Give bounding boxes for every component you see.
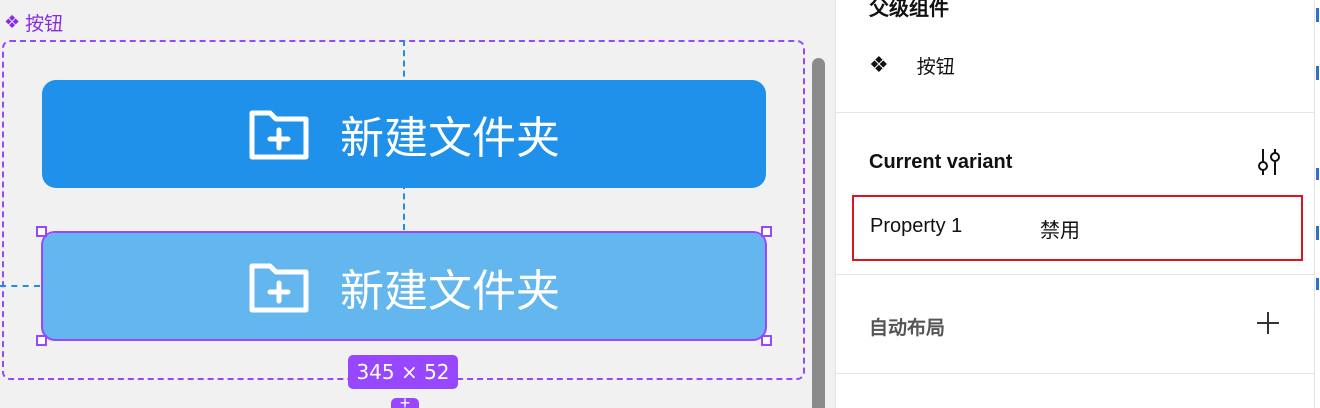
component-set-icon: ❖ [4,11,21,33]
parent-component-section-title: 父级组件 [869,0,949,20]
folder-plus-icon [249,263,309,313]
folder-plus-icon [249,110,309,160]
edge-marker [1316,226,1319,240]
selection-box[interactable] [41,231,767,341]
edge-marker [1316,168,1319,180]
sliders-icon[interactable] [1255,146,1283,178]
section-divider [836,373,1315,374]
size-badge: 345 × 52 [348,355,458,389]
section-divider [836,112,1315,113]
resize-handle-bottom-left[interactable] [36,335,47,346]
current-variant-title: Current variant [869,151,1013,173]
design-canvas[interactable]: ❖ 按钮 新建文件夹 新建文件夹 345 × 52 + [0,0,835,408]
property-name: Property 1 [870,215,963,237]
frame-label[interactable]: ❖ 按钮 [4,9,63,36]
variant-property-row[interactable]: Property 1 禁用 [852,195,1303,261]
parent-component-link[interactable]: ❖ 按钮 [869,52,955,79]
edge-marker [1316,278,1319,290]
frame-label-text: 按钮 [25,13,64,35]
property-value-select[interactable]: 禁用 [1040,218,1080,242]
section-divider [836,274,1315,275]
edge-marker [1316,8,1319,22]
component-icon: ❖ [869,53,889,78]
add-variant-button[interactable]: + [391,393,419,408]
plus-icon: + [399,393,411,408]
button-label: 新建文件夹 [340,113,560,164]
resize-handle-top-right[interactable] [761,226,772,237]
button-variant-disabled[interactable]: 新建文件夹 [42,233,766,341]
adjacent-panel-edge [1314,0,1320,408]
button-label: 新建文件夹 [340,266,560,317]
resize-handle-bottom-right[interactable] [761,335,772,346]
plus-icon[interactable] [1255,310,1281,336]
spacing-guide-horizontal [0,285,40,287]
canvas-scrollbar-thumb[interactable] [812,58,825,408]
button-variant-default[interactable]: 新建文件夹 [42,80,766,188]
properties-panel: 父级组件 ❖ 按钮 Current variant Property 1 禁用 … [835,0,1315,408]
edge-marker [1316,66,1319,80]
resize-handle-top-left[interactable] [36,226,47,237]
auto-layout-label: 自动布局 [869,317,946,339]
parent-component-name: 按钮 [916,56,955,78]
